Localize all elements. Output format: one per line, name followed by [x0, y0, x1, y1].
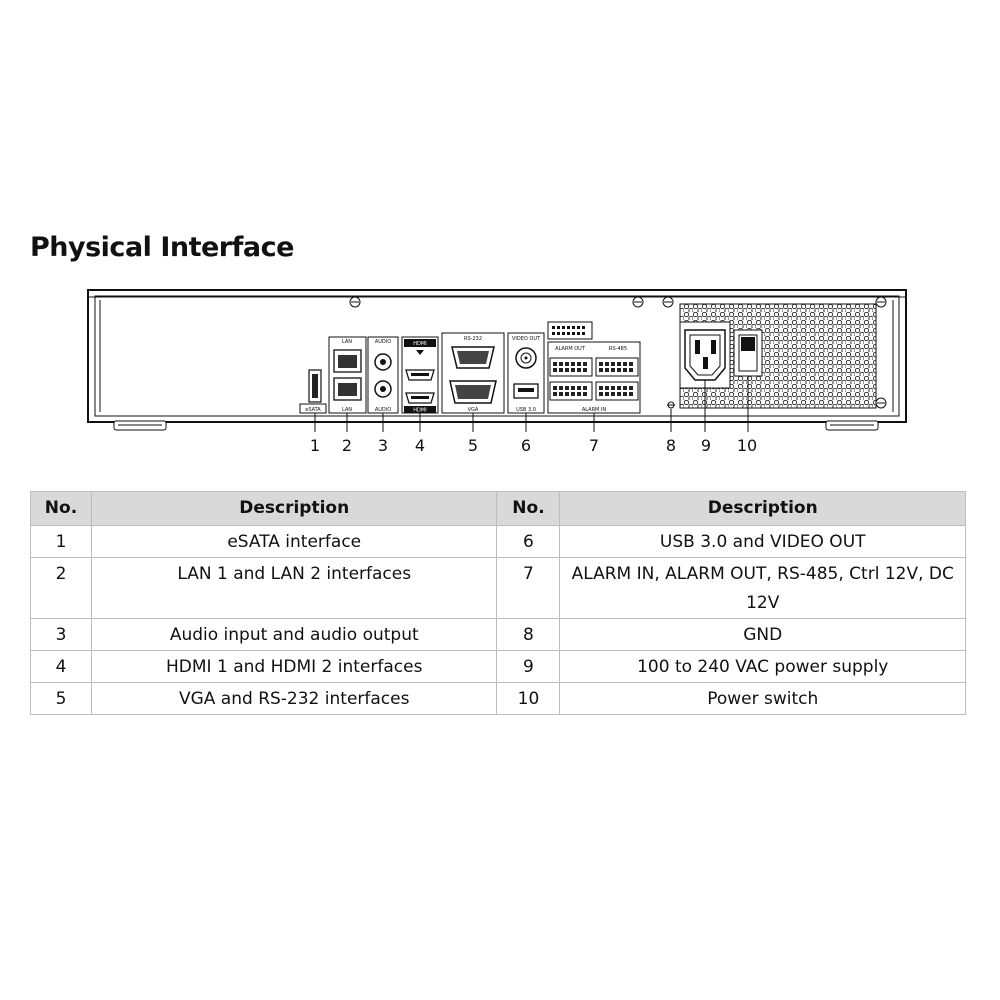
cell-no: 9	[496, 650, 561, 683]
rear-panel-diagram: eSATA LAN LAN AUDIO AUDIO HDMI HDMI R	[87, 289, 907, 455]
table-row: 3 Audio input and audio output 8 GND	[30, 618, 966, 651]
cell-description: 100 to 240 VAC power supply	[559, 650, 966, 683]
cell-description: GND	[559, 618, 966, 651]
table-row: 5 VGA and RS-232 interfaces 10 Power swi…	[30, 682, 966, 715]
rs232-vga-ports: RS-232 VGA	[441, 332, 505, 414]
callout-6: 6	[521, 436, 531, 455]
audio-ports: AUDIO AUDIO	[367, 336, 399, 414]
lan-top-label: LAN	[342, 339, 352, 345]
hdmi-top-label: HDMI	[413, 341, 426, 347]
page-title: Physical Interface	[30, 232, 294, 263]
table-row: 4 HDMI 1 and HDMI 2 interfaces 9 100 to …	[30, 650, 966, 683]
header-no-left: No.	[30, 491, 92, 526]
gnd-terminal	[667, 401, 675, 409]
cell-description: LAN 1 and LAN 2 interfaces	[90, 557, 498, 619]
cell-no: 1	[30, 525, 92, 558]
audio-top-label: AUDIO	[375, 339, 391, 345]
interface-table: No. Description No. Description 1 eSATA …	[30, 491, 966, 715]
hdmi-bottom-label: HDMI	[413, 408, 426, 414]
cell-no: 2	[30, 557, 92, 619]
cell-no: 7	[496, 557, 561, 619]
video-out-label: VIDEO OUT	[512, 336, 541, 342]
cell-no: 8	[496, 618, 561, 651]
callout-3: 3	[378, 436, 388, 455]
callout-2: 2	[342, 436, 352, 455]
callout-9: 9	[701, 436, 711, 455]
screws	[349, 296, 887, 409]
chassis	[87, 289, 907, 423]
callout-4: 4	[415, 436, 425, 455]
callout-10: 10	[737, 436, 757, 455]
header-no-right: No.	[496, 491, 561, 526]
rs232-label: RS-232	[464, 336, 482, 342]
esata-port: eSATA	[299, 369, 327, 414]
audio-bottom-label: AUDIO	[375, 407, 391, 413]
callout-5: 5	[468, 436, 478, 455]
power-supply	[679, 303, 877, 409]
hdmi-ports: HDMI HDMI	[401, 336, 439, 414]
alarm-in-label: ALARM IN	[582, 407, 607, 413]
callout-numbers: 1 2 3 4 5 6 7 8 9 10	[310, 436, 757, 455]
lan-bottom-label: LAN	[342, 407, 352, 413]
esata-label: eSATA	[305, 407, 321, 413]
callout-7: 7	[589, 436, 599, 455]
callout-8: 8	[666, 436, 676, 455]
alarm-out-label: ALARM OUT	[555, 346, 586, 352]
header-description-left: Description	[90, 491, 498, 526]
cell-description: VGA and RS-232 interfaces	[90, 682, 498, 715]
cell-description: eSATA interface	[90, 525, 498, 558]
callout-1: 1	[310, 436, 320, 455]
feet	[113, 420, 879, 431]
video-usb-ports: VIDEO OUT USB 3.0	[507, 332, 545, 414]
cell-no: 6	[496, 525, 561, 558]
cell-description: Power switch	[559, 682, 966, 715]
table-row: 1 eSATA interface 6 USB 3.0 and VIDEO OU…	[30, 525, 966, 558]
rs485-label: RS-485	[609, 346, 627, 352]
cell-description: HDMI 1 and HDMI 2 interfaces	[90, 650, 498, 683]
table-row: 2 LAN 1 and LAN 2 interfaces 7 ALARM IN,…	[30, 557, 966, 619]
table-header-row: No. Description No. Description	[30, 491, 966, 526]
cell-description: ALARM IN, ALARM OUT, RS-485, Ctrl 12V, D…	[559, 557, 966, 619]
callout-lines	[314, 376, 749, 432]
cell-description: USB 3.0 and VIDEO OUT	[559, 525, 966, 558]
cell-description: Audio input and audio output	[90, 618, 498, 651]
lan-ports: LAN LAN	[328, 336, 367, 414]
vga-label: VGA	[468, 407, 479, 413]
cell-no: 3	[30, 618, 92, 651]
cell-no: 4	[30, 650, 92, 683]
cell-no: 5	[30, 682, 92, 715]
usb-label: USB 3.0	[516, 407, 536, 413]
alarm-terminal-blocks: ALARM OUT RS-485 ALARM IN	[547, 321, 641, 414]
cell-no: 10	[496, 682, 561, 715]
header-description-right: Description	[559, 491, 966, 526]
